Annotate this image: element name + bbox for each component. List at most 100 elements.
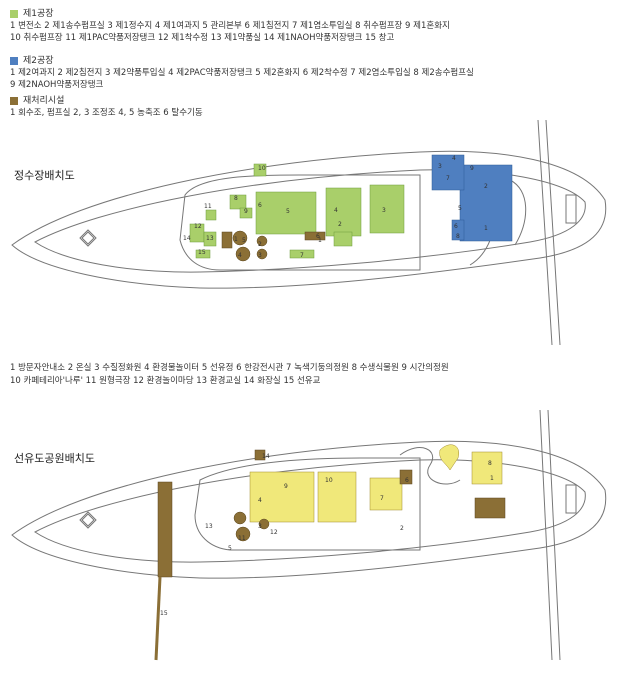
map-label: 2 <box>484 183 488 190</box>
map-label: 11 <box>204 203 212 210</box>
pier-deck <box>157 481 173 578</box>
garden-paths <box>194 457 421 551</box>
legend-line: 1 회수조, 펌프실 2, 3 조정조 4, 5 농축조 6 탈수기동 <box>10 108 203 118</box>
legend-title-plant1: 제1공장 <box>23 9 54 19</box>
legend-park: 1 방문자안내소 2 온실 3 수질정화원 4 환경물놀이터 5 선유정 6 한… <box>10 362 449 388</box>
plant1-building <box>289 249 315 259</box>
map-title-plant: 정수장배치도 <box>14 169 75 182</box>
legend-swatch-reprocess <box>10 97 18 105</box>
map-label: 9 <box>244 208 248 215</box>
map-label: 3 <box>258 252 262 259</box>
helipad <box>79 511 97 529</box>
inner-path <box>34 169 586 273</box>
garden-time <box>249 471 315 523</box>
park-structures <box>157 449 506 578</box>
plant1-building <box>195 249 211 259</box>
plant2-building-1 <box>459 164 513 242</box>
aquatic-garden <box>471 451 503 485</box>
plant1-building <box>333 231 353 247</box>
plant1-building <box>229 194 247 210</box>
building <box>399 469 413 485</box>
legend-line: 1 방문자안내소 2 온실 3 수질정화원 4 환경물놀이터 5 선유정 6 한… <box>10 363 449 373</box>
plant1-building <box>239 207 253 219</box>
map-label: 3 <box>438 163 442 170</box>
map-label: 1 <box>490 475 494 482</box>
green-pillar-garden <box>369 477 403 511</box>
map-label: 5 <box>228 545 232 552</box>
map-title-park: 선유도공원배치도 <box>14 452 95 465</box>
road-bridge <box>539 410 561 661</box>
map-label: 7 <box>300 252 304 259</box>
map-label: 7 <box>380 495 384 502</box>
plant1-filter <box>325 187 362 237</box>
plant1-building <box>203 231 217 247</box>
map-label: 12 <box>194 223 202 230</box>
map-label: 5 <box>242 237 246 244</box>
seonyu-bridge <box>154 576 162 661</box>
park-gardens <box>249 444 503 523</box>
map-label: 2 <box>400 525 404 532</box>
map-label: 4 <box>258 497 262 504</box>
legend-title-plant2: 제2공장 <box>23 56 54 66</box>
plant2-building-3 <box>451 219 465 241</box>
map-label: 4 <box>452 155 456 162</box>
map-label: 9 <box>284 483 288 490</box>
plant1-sedimentation <box>255 191 317 235</box>
plant1-reservoir <box>369 184 405 234</box>
map-label: 1 <box>318 237 322 244</box>
map-label: 2 <box>258 241 262 248</box>
map-label: 2 <box>338 221 342 228</box>
map-label: 4 <box>334 207 338 214</box>
map-label: 14 <box>262 453 270 460</box>
map-label: 11 <box>238 535 246 542</box>
map-label: 3 <box>382 207 386 214</box>
map-label: 1 <box>484 225 488 232</box>
map-label: 8 <box>456 233 460 240</box>
map-label: 12 <box>270 529 278 536</box>
winding-garden <box>439 444 460 471</box>
legend-title-reprocess: 재처리시설 <box>23 96 65 106</box>
map-label: 10 <box>325 477 333 484</box>
compound-wall <box>179 174 421 271</box>
plant2-buildings <box>431 154 513 242</box>
map-label: 5 <box>286 208 290 215</box>
winding-path <box>399 447 461 485</box>
map-label: 15 <box>160 610 168 617</box>
legend-swatch-plant1 <box>10 10 18 18</box>
map-label: 10 <box>258 165 266 172</box>
legend-line: 10 취수펌프장 11 제1PAC약품저장탱크 12 제1착수정 13 제1약품… <box>10 33 395 43</box>
legend-plant1: 제1공장 1 변전소 2 제1송수펌프실 3 제1정수지 4 제1여과지 5 관… <box>10 8 450 44</box>
map-label: 1 <box>234 236 238 243</box>
map-label: 14 <box>183 235 191 242</box>
map-label: 8 <box>488 460 492 467</box>
legend-plant2: 제2공장 1 제2여과지 2 제2침전지 3 제2약품투입실 4 제2PAC약품… <box>10 55 474 91</box>
map-label: 4 <box>238 252 242 259</box>
garden-area <box>317 471 357 523</box>
plant2-building-2 <box>431 154 465 191</box>
legend-line: 1 변전소 2 제1송수펌프실 3 제1정수지 4 제1여과지 5 관리본부 6… <box>10 21 450 31</box>
plant1-buildings <box>189 163 405 259</box>
plant1-building <box>205 209 217 221</box>
map-label: 7 <box>446 175 450 182</box>
map-label: 8 <box>234 195 238 202</box>
pier <box>565 194 577 224</box>
plant1-building <box>253 163 267 177</box>
helipad <box>79 229 97 247</box>
road-bridge <box>537 120 561 345</box>
map-label: 6 <box>405 477 409 484</box>
legend-reprocess: 재처리시설 1 회수조, 펌프실 2, 3 조정조 4, 5 농축조 6 탈수기… <box>10 95 203 119</box>
restroom <box>254 449 266 461</box>
map-label: 5 <box>458 205 462 212</box>
map-label: 6 <box>316 233 320 240</box>
map-label: 15 <box>198 249 206 256</box>
map-label: 6 <box>454 223 458 230</box>
map-label: 3 <box>258 523 262 530</box>
map-label: 6 <box>258 202 262 209</box>
legend-line: 1 제2여과지 2 제2침전지 3 제2약품투입실 4 제2PAC약품저장탱크 … <box>10 68 474 78</box>
map-label: 13 <box>206 235 214 242</box>
map-label: 13 <box>205 523 213 530</box>
